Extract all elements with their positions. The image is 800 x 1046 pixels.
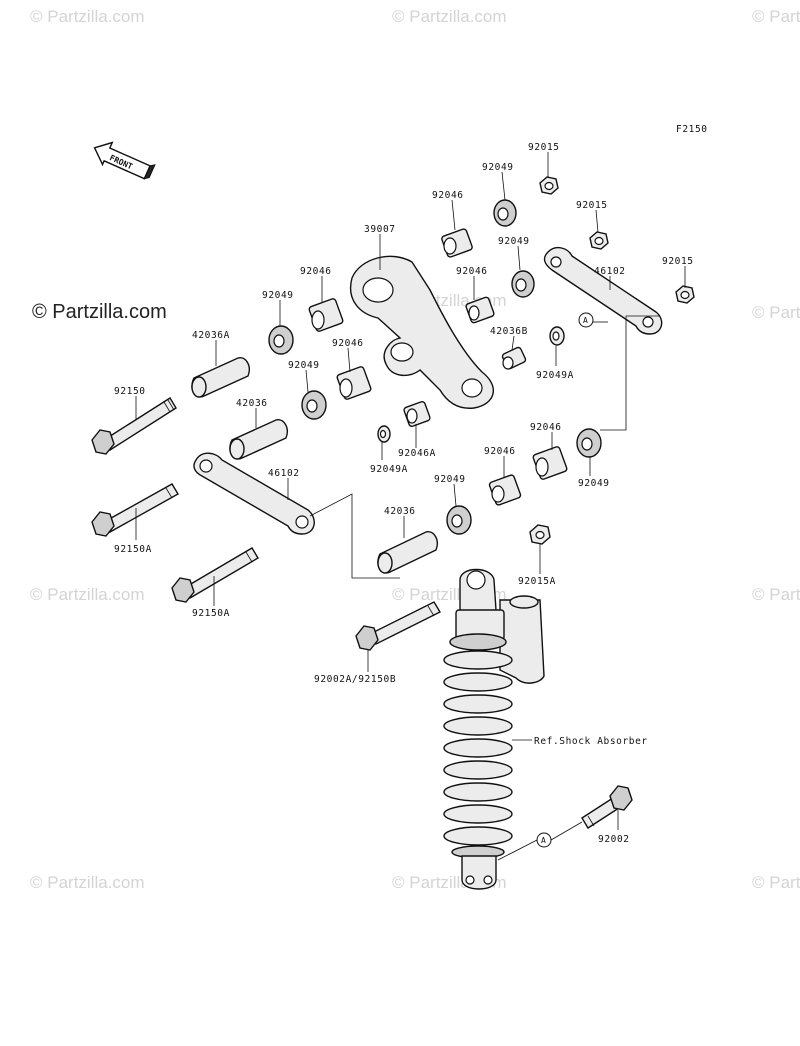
- collar-92049-2: [511, 270, 535, 298]
- watermark: © Partzilla.com: [752, 873, 800, 892]
- label-92015: 92015: [576, 200, 608, 211]
- collar-92049-6: [446, 505, 472, 535]
- watermark-dark: © Partzilla.com: [32, 301, 167, 323]
- label-92046: 92046: [530, 422, 562, 433]
- label-92046: 92046: [456, 266, 488, 277]
- label-42036a: 42036A: [192, 330, 230, 341]
- label-92002a-92150b: 92002A/92150B: [314, 674, 396, 685]
- label-39007: 39007: [364, 224, 396, 235]
- label-92049a: 92049A: [370, 464, 408, 475]
- callout-a-text: A: [583, 316, 588, 325]
- bearing-92046-5: [532, 446, 568, 480]
- label-92002: 92002: [598, 834, 630, 845]
- collar-42036b: [501, 346, 527, 370]
- label-92046: 92046: [432, 190, 464, 201]
- bearing-92046-4: [336, 366, 372, 400]
- watermark: © Partzilla.com: [392, 7, 507, 26]
- label-92049: 92049: [482, 162, 514, 173]
- label-46102: 46102: [268, 468, 300, 479]
- label-92049: 92049: [434, 474, 466, 485]
- collar-92049-3: [268, 325, 294, 355]
- callout-a-1: A: [578, 312, 594, 328]
- nut-92015-1: [539, 176, 559, 195]
- bolt-92002: [581, 785, 633, 829]
- bolt-92150a-2: [171, 547, 259, 603]
- diagram-code: F2150: [676, 124, 708, 135]
- label-92049a: 92049A: [536, 370, 574, 381]
- callout-a-2: A: [536, 832, 552, 848]
- label-92046: 92046: [332, 338, 364, 349]
- sleeve-42036-2: [377, 531, 438, 574]
- bearing-92046-3: [308, 298, 344, 332]
- leader-lines: [135, 152, 686, 861]
- label-92046: 92046: [300, 266, 332, 277]
- callout-a-text: A: [541, 836, 546, 845]
- watermark: © Partzilla.com: [30, 873, 145, 892]
- label-92049: 92049: [262, 290, 294, 301]
- collar-92049-1: [493, 199, 517, 227]
- part-labels: 92015 92049 92046 39007 92015 92049 9204…: [114, 142, 694, 845]
- shock-spring: [443, 650, 513, 859]
- bolt-92150a-1: [91, 483, 179, 537]
- label-92049: 92049: [498, 236, 530, 247]
- label-92049: 92049: [578, 478, 610, 489]
- watermark: © Partzilla.com: [752, 303, 800, 322]
- label-92046: 92046: [484, 446, 516, 457]
- watermark: © Partzilla.com: [30, 585, 145, 604]
- tie-rod-46102-2: [193, 452, 315, 535]
- nut-92015-3: [675, 285, 695, 304]
- label-42036: 42036: [384, 506, 416, 517]
- label-92015: 92015: [528, 142, 560, 153]
- label-42036b: 42036B: [490, 326, 528, 337]
- nut-92015-2: [589, 231, 609, 250]
- label-ref-shock-absorber: Ref.Shock Absorber: [534, 736, 648, 747]
- sleeve-42036a: [191, 357, 250, 398]
- shock-absorber: [443, 568, 545, 890]
- bearing-92046-6: [488, 474, 522, 506]
- watermark: © Partzilla.com: [30, 7, 145, 26]
- bearing-92046-2: [465, 296, 495, 324]
- watermark: © Partzilla.com: [752, 7, 800, 26]
- bearing-92046a: [403, 400, 431, 428]
- bolt-92002a: [355, 601, 441, 651]
- tie-rod-46102-1: [543, 246, 663, 335]
- label-92150: 92150: [114, 386, 146, 397]
- collar-92049-5: [576, 428, 602, 458]
- nut-92015a: [529, 524, 551, 545]
- label-46102: 46102: [594, 266, 626, 277]
- washer-92049a-2: [377, 425, 391, 443]
- watermark: © Partzilla.com: [752, 585, 800, 604]
- sleeve-42036-1: [229, 419, 288, 460]
- label-42036: 42036: [236, 398, 268, 409]
- bolt-92150: [91, 397, 177, 455]
- label-92046a: 92046A: [398, 448, 436, 459]
- bearing-92046-1: [441, 228, 473, 258]
- label-92015: 92015: [662, 256, 694, 267]
- front-arrow-icon: FRONT: [93, 141, 156, 180]
- label-92150a: 92150A: [192, 608, 230, 619]
- label-92150a: 92150A: [114, 544, 152, 555]
- washer-92049a-1: [549, 326, 565, 346]
- label-92015a: 92015A: [518, 576, 556, 587]
- label-92049: 92049: [288, 360, 320, 371]
- collar-92049-4: [301, 390, 327, 420]
- rocker-arm: [349, 255, 494, 409]
